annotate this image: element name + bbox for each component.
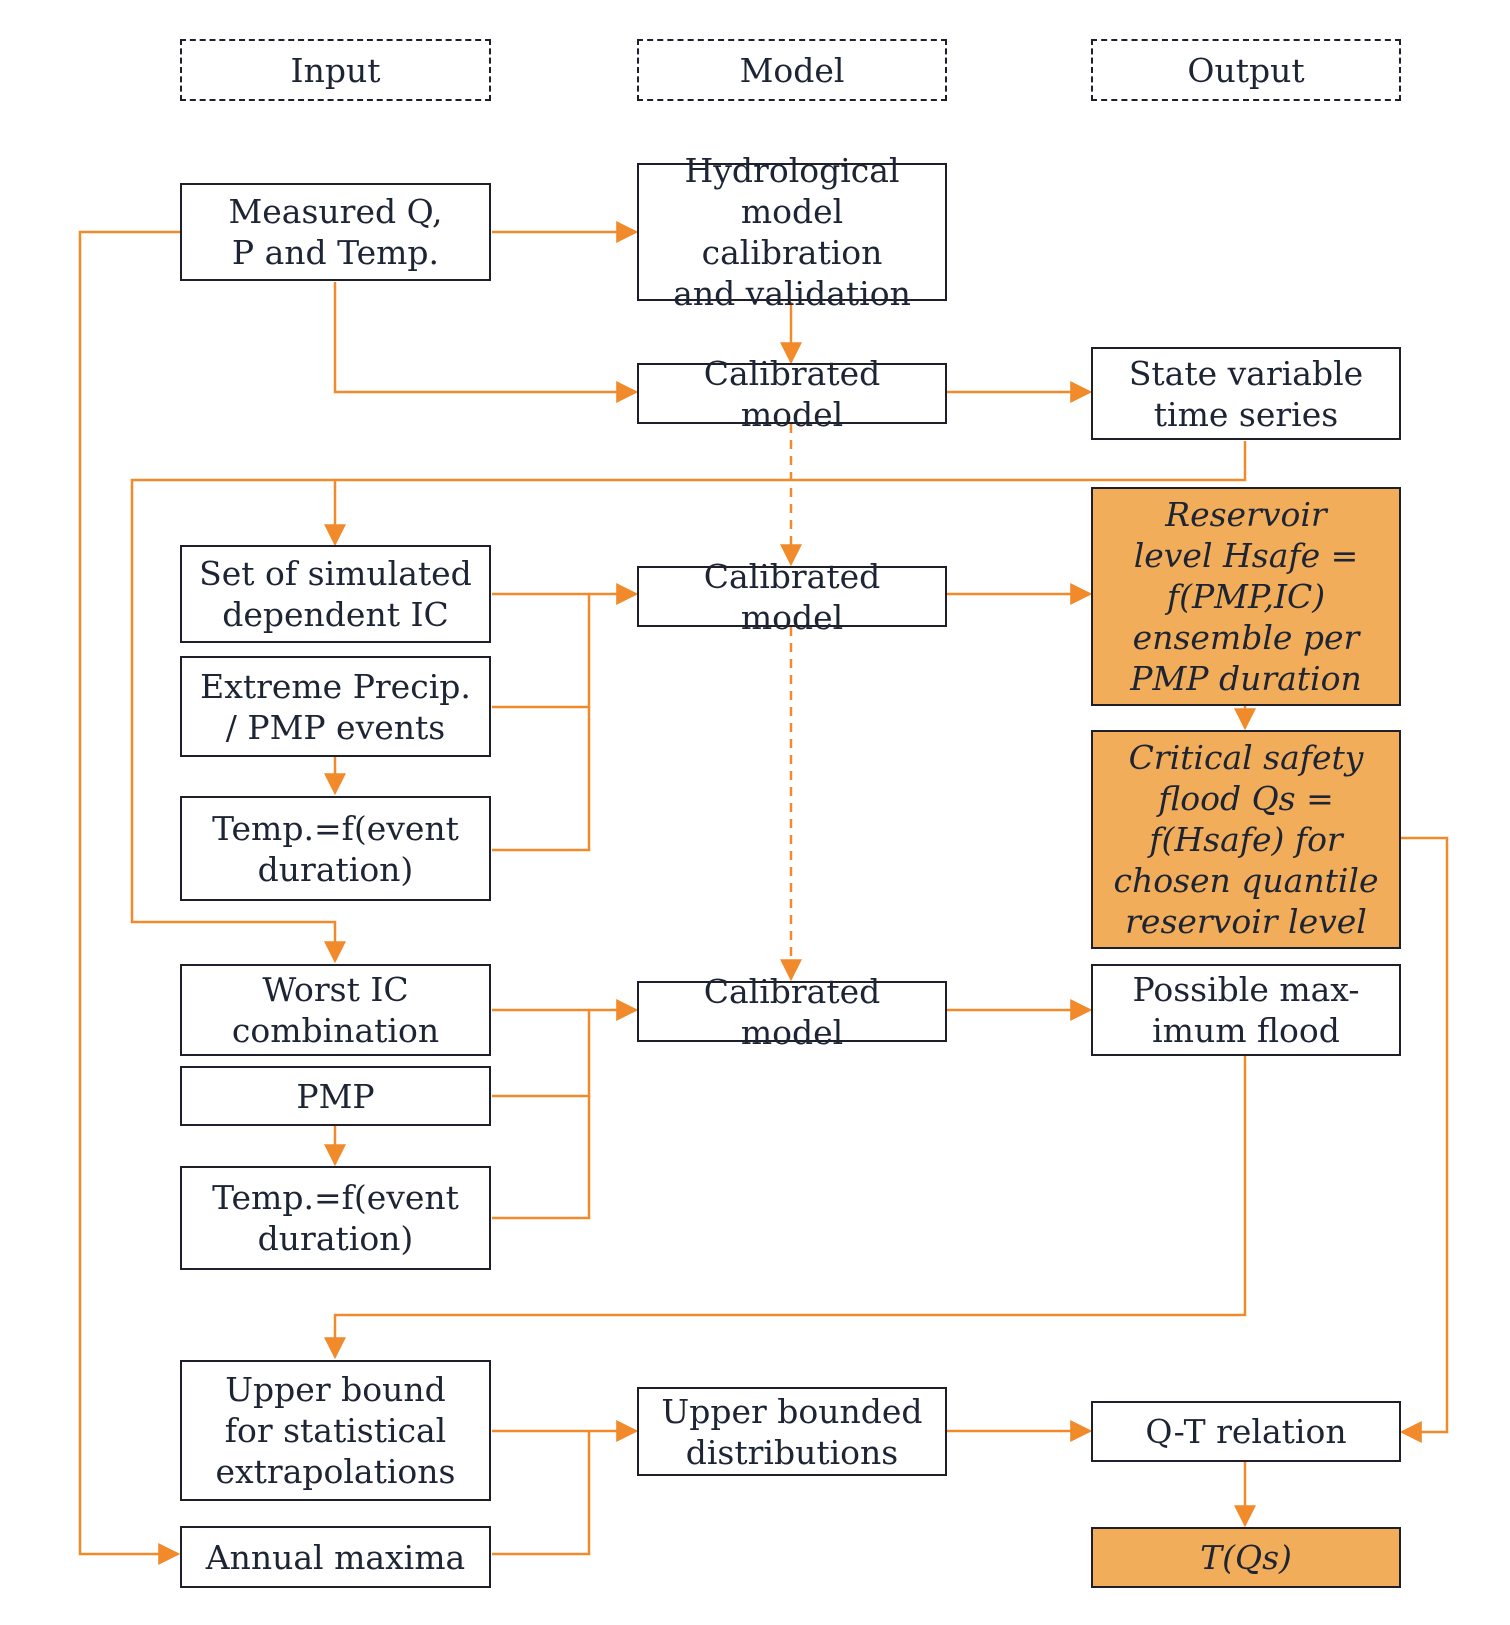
edge-pmf-to-upperbound <box>324 1056 1247 1360</box>
node-temp-2: Temp.=f(event duration) <box>180 1166 491 1270</box>
node-possible-max-flood-label: Possible max- imum flood <box>1132 970 1360 1050</box>
node-upper-bounded-distributions: Upper bounded distributions <box>637 1387 947 1476</box>
node-critical-safety-flood: Critical safety flood Qs = f(Hsafe) for … <box>1091 730 1401 949</box>
node-annual-maxima-label: Annual maxima <box>205 1537 466 1577</box>
header-output: Output <box>1091 39 1401 101</box>
node-upper-bounded-distributions-label: Upper bounded distributions <box>661 1391 923 1472</box>
edge-annual-merge <box>492 1431 591 1556</box>
edge-critical-to-qt <box>1399 836 1449 1443</box>
node-sim-ic: Set of simulated dependent IC <box>180 545 491 643</box>
node-qt-relation-label: Q-T relation <box>1145 1412 1347 1451</box>
node-sim-ic-label: Set of simulated dependent IC <box>199 554 472 634</box>
node-temp-1-label: Temp.=f(event duration) <box>212 808 459 889</box>
edge-measured-to-calibrated1 <box>333 282 639 403</box>
node-measured-label: Measured Q, P and Temp. <box>228 192 443 272</box>
header-model: Model <box>637 39 947 101</box>
node-pmp-label: PMP <box>296 1076 375 1116</box>
node-worst-ic-label: Worst IC combination <box>231 970 440 1050</box>
node-critical-safety-flood-label: Critical safety flood Qs = f(Hsafe) for … <box>1113 738 1379 941</box>
node-calibrated-model-2: Calibrated model <box>637 557 947 637</box>
edge-pmp-merge <box>492 1010 591 1098</box>
node-reservoir-level: Reservoir level Hsafe = f(PMP,IC) ensemb… <box>1091 487 1401 706</box>
node-annual-maxima: Annual maxima <box>180 1526 491 1588</box>
node-calibrated-model-3: Calibrated model <box>637 972 947 1052</box>
node-calibrated-model-1: Calibrated model <box>637 354 947 434</box>
node-extreme-precip-label: Extreme Precip. / PMP events <box>200 666 471 747</box>
edge-temp2-merge <box>492 1096 591 1220</box>
header-model-label: Model <box>739 50 845 90</box>
node-extreme-precip: Extreme Precip. / PMP events <box>180 656 491 757</box>
node-t-qs: T(Qs) <box>1091 1527 1401 1588</box>
node-measured: Measured Q, P and Temp. <box>180 183 491 281</box>
node-qt-relation: Q-T relation <box>1091 1401 1401 1462</box>
node-hydro-model-label: Hydrological model calibration and valid… <box>673 151 911 313</box>
node-worst-ic: Worst IC combination <box>180 964 491 1056</box>
edge-extreme-merge <box>492 594 591 709</box>
node-state-variable: State variable time series <box>1091 347 1401 440</box>
edge-temp1-merge <box>492 707 591 852</box>
edge-state-to-worstic <box>130 478 346 964</box>
node-state-variable-label: State variable time series <box>1128 353 1364 434</box>
node-calibrated-model-3-label: Calibrated model <box>703 971 881 1052</box>
header-input: Input <box>180 39 491 101</box>
node-temp-1: Temp.=f(event duration) <box>180 796 491 901</box>
node-temp-2-label: Temp.=f(event duration) <box>212 1178 459 1258</box>
node-upper-bound: Upper bound for statistical extrapolatio… <box>180 1360 491 1501</box>
node-calibrated-model-2-label: Calibrated model <box>703 556 881 637</box>
node-reservoir-level-label: Reservoir level Hsafe = f(PMP,IC) ensemb… <box>1130 495 1362 698</box>
node-calibrated-model-1-label: Calibrated model <box>703 353 881 434</box>
header-output-label: Output <box>1187 50 1305 90</box>
header-input-label: Input <box>290 50 381 90</box>
node-possible-max-flood: Possible max- imum flood <box>1091 964 1401 1056</box>
edge-measured-to-annual <box>78 230 181 1565</box>
node-hydro-model: Hydrological model calibration and valid… <box>637 151 947 313</box>
node-upper-bound-label: Upper bound for statistical extrapolatio… <box>215 1370 456 1491</box>
edge-state-to-simic <box>324 441 1247 547</box>
node-pmp: PMP <box>180 1066 491 1126</box>
node-t-qs-label: T(Qs) <box>1200 1538 1292 1577</box>
